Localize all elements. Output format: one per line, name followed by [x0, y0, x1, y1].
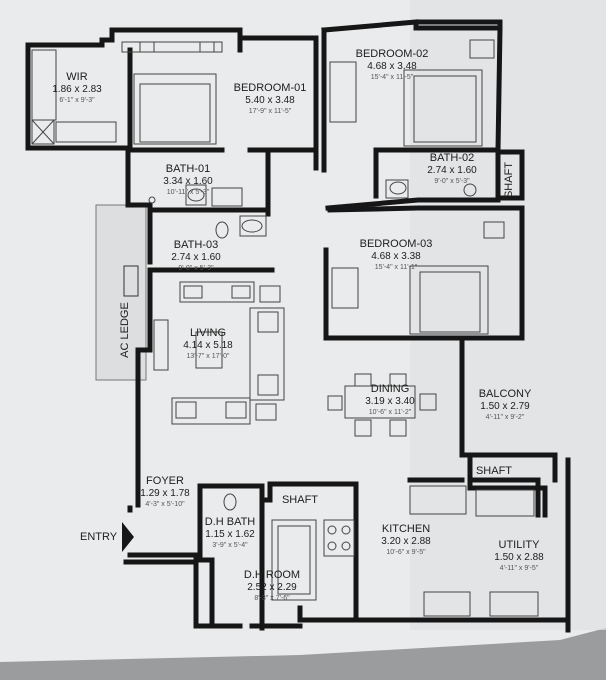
- room-name-utility: UTILITY: [499, 539, 541, 551]
- room-dims-dhbath: 1.15 x 1.62: [205, 529, 255, 540]
- entry-arrow-icon: [122, 522, 134, 552]
- shaft-label-balcony: SHAFT: [476, 465, 512, 477]
- room-dims-utility: 1.50 x 2.88: [494, 552, 544, 563]
- room-name-wir: WIR: [66, 71, 87, 83]
- room-imperial-bedroom02: 15'-4" x 11'-5": [371, 74, 414, 81]
- room-dims-bedroom03: 4.68 x 3.38: [371, 251, 421, 262]
- room-imperial-dhbath: 3'-9" x 5'-4": [212, 542, 248, 549]
- room-imperial-foyer: 4'-3" x 5'-10": [145, 501, 185, 508]
- room-dims-living: 4.14 x 5.18: [183, 340, 233, 351]
- room-imperial-bath02: 9'-0" x 5'-3": [434, 178, 470, 185]
- room-name-living: LIVING: [190, 327, 226, 339]
- room-dims-bath01: 3.34 x 1.60: [163, 176, 213, 187]
- room-imperial-bath03: 9'-0" x 5'-3": [178, 265, 214, 272]
- walls: [25, 19, 571, 633]
- room-label-bath03: BATH-032.74 x 1.60 9'-0" x 5'-3": [171, 239, 221, 272]
- room-imperial-bedroom03: 15'-4" x 11'-1": [375, 264, 418, 271]
- shaft-label-dh: SHAFT: [282, 494, 318, 506]
- room-dims-bath02: 2.74 x 1.60: [427, 165, 477, 176]
- room-name-bath02: BATH-02: [430, 152, 474, 164]
- entry-label: ENTRY: [80, 531, 118, 543]
- ac-unit: [123, 265, 139, 297]
- room-imperial-balcony: 4'-11" x 9'-2": [486, 414, 525, 421]
- paper-right-shade: [410, 0, 606, 630]
- room-label-bath01: BATH-013.34 x 1.60 10'-11" x 5'-3": [163, 163, 213, 196]
- room-imperial-dining: 10'-6" x 11'-2": [369, 409, 412, 416]
- room-name-bedroom03: BEDROOM-03: [360, 238, 433, 250]
- room-imperial-bath01: 10'-11" x 5'-3": [167, 189, 210, 196]
- room-name-foyer: FOYER: [146, 475, 184, 487]
- room-name-dhbath: D.H BATH: [205, 516, 256, 528]
- room-dims-bath03: 2.74 x 1.60: [171, 252, 221, 263]
- room-imperial-kitchen: 10'-6" x 9'-5": [386, 549, 426, 556]
- room-name-dhroom: D.H ROOM: [244, 569, 300, 581]
- room-label-bedroom03: BEDROOM-034.68 x 3.38 15'-4" x 11'-1": [360, 238, 433, 271]
- room-name-kitchen: KITCHEN: [382, 523, 430, 535]
- room-dims-balcony: 1.50 x 2.79: [480, 401, 530, 412]
- room-imperial-living: 13'-7" x 17'-0": [186, 353, 230, 360]
- room-name-bedroom01: BEDROOM-01: [234, 82, 307, 94]
- room-dims-bedroom01: 5.40 x 3.48: [245, 95, 295, 106]
- room-name-bath01: BATH-01: [166, 163, 210, 175]
- room-dims-kitchen: 3.20 x 2.88: [381, 536, 431, 547]
- room-label-bedroom01: BEDROOM-015.40 x 3.48 17'-9" x 11'-5": [234, 82, 307, 115]
- room-dims-dhroom: 2.52 x 2.29: [247, 582, 297, 593]
- furniture: [31, 39, 539, 617]
- room-imperial-dhroom: 8'-3" x 7'-6": [254, 595, 290, 602]
- room-imperial-utility: 4'-11" x 9'-5": [500, 565, 539, 572]
- ac-ledge-label: AC LEDGE: [119, 302, 131, 358]
- room-dims-foyer: 1.29 x 1.78: [140, 488, 190, 499]
- shaft-label-right: SHAFT: [503, 162, 515, 198]
- room-name-bath03: BATH-03: [174, 239, 218, 251]
- room-name-dining: DINING: [371, 383, 410, 395]
- room-label-bath02: BATH-022.74 x 1.60 9'-0" x 5'-3": [427, 152, 477, 185]
- room-imperial-wir: 6'-1" x 9'-3": [59, 97, 95, 104]
- room-label-bedroom02: BEDROOM-024.68 x 3.48 15'-4" x 11'-5": [356, 48, 429, 81]
- room-name-bedroom02: BEDROOM-02: [356, 48, 429, 60]
- room-dims-wir: 1.86 x 2.83: [52, 84, 102, 95]
- room-name-balcony: BALCONY: [479, 388, 532, 400]
- room-dims-dining: 3.19 x 3.40: [365, 396, 415, 407]
- room-imperial-bedroom01: 17'-9" x 11'-5": [249, 108, 292, 115]
- room-dims-bedroom02: 4.68 x 3.48: [367, 61, 417, 72]
